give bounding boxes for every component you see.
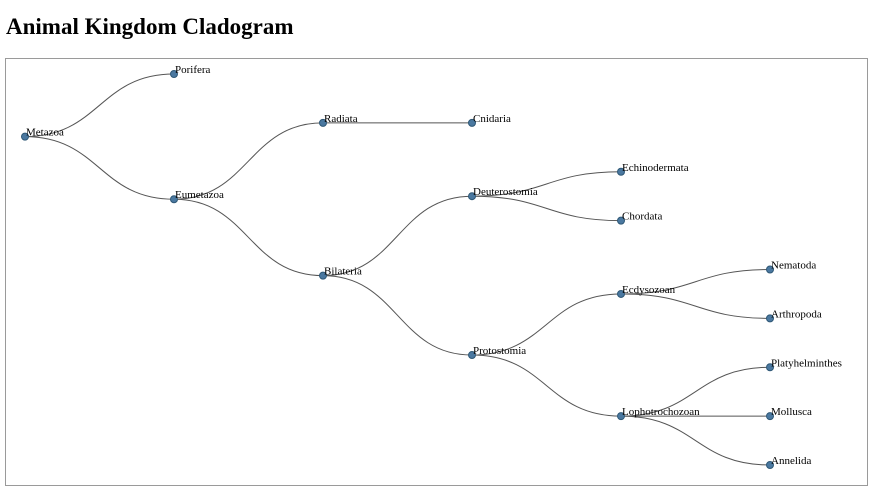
link-protostomia-ecdysozoan <box>471 293 622 356</box>
node-label: Porifera <box>175 64 211 76</box>
node-dot[interactable] <box>617 167 625 176</box>
node-lophotrochozoan[interactable]: Lophotrochozoan <box>617 406 701 421</box>
node-dot[interactable] <box>766 314 774 323</box>
link-metazoa-eumetazoa <box>24 136 175 200</box>
node-nematoda[interactable]: Nematoda <box>766 260 817 274</box>
node-dot[interactable] <box>617 412 625 421</box>
node-label: Echinodermata <box>622 162 689 174</box>
node-label: Annelida <box>771 455 811 467</box>
node-cnidaria[interactable]: Cnidaria <box>468 113 511 127</box>
link-protostomia-lophotrochozoan <box>471 354 622 417</box>
node-dot[interactable] <box>170 195 178 204</box>
link-deuterostomia-chordata <box>471 195 622 222</box>
node-dot[interactable] <box>766 412 774 421</box>
node-label: Metazoa <box>26 127 64 139</box>
node-bilateria[interactable]: Bilateria <box>319 266 362 280</box>
node-dot[interactable] <box>170 70 178 78</box>
node-label: Platyhelminthes <box>771 357 842 369</box>
node-dot[interactable] <box>766 265 774 274</box>
node-radiata[interactable]: Radiata <box>319 113 358 127</box>
node-dot[interactable] <box>468 351 476 360</box>
node-label: Cnidaria <box>473 113 511 125</box>
link-bilateria-deuterostomia <box>322 195 473 277</box>
link-deuterostomia-echinodermata <box>471 171 622 197</box>
node-arthropoda[interactable]: Arthropoda <box>766 308 822 323</box>
node-label: Eumetazoa <box>175 189 224 201</box>
node-dot[interactable] <box>766 363 774 372</box>
link-bilateria-protostomia <box>322 275 473 356</box>
node-metazoa[interactable]: Metazoa <box>21 127 64 141</box>
node-porifera[interactable]: Porifera <box>170 64 211 78</box>
node-dot[interactable] <box>617 289 625 298</box>
node-dot[interactable] <box>319 271 327 280</box>
link-ecdysozoan-arthropoda <box>620 293 771 319</box>
link-lophotrochozoan-platyhelminthes <box>620 366 771 417</box>
node-protostomia[interactable]: Protostomia <box>468 345 527 360</box>
node-ecdysozoan[interactable]: Ecdysozoan <box>617 284 676 298</box>
node-label: Deuterostomia <box>473 186 538 198</box>
node-label: Lophotrochozoan <box>622 406 700 418</box>
page-title: Animal Kingdom Cladogram <box>6 14 294 39</box>
node-label: Ecdysozoan <box>622 284 676 296</box>
node-label: Arthropoda <box>771 308 822 320</box>
link-eumetazoa-radiata <box>173 122 324 200</box>
node-chordata[interactable]: Chordata <box>617 211 663 225</box>
node-dot[interactable] <box>468 118 476 127</box>
node-eumetazoa[interactable]: Eumetazoa <box>170 189 224 204</box>
node-label: Mollusca <box>771 406 812 418</box>
node-echinodermata[interactable]: Echinodermata <box>617 162 689 176</box>
node-dot[interactable] <box>766 461 774 469</box>
node-dot[interactable] <box>617 216 625 225</box>
node-mollusca[interactable]: Mollusca <box>766 406 813 421</box>
link-eumetazoa-bilateria <box>173 198 324 277</box>
links-layer <box>24 73 771 466</box>
node-dot[interactable] <box>319 118 327 127</box>
node-dot[interactable] <box>468 192 476 201</box>
node-label: Chordata <box>622 211 662 223</box>
node-dot[interactable] <box>21 132 29 141</box>
node-label: Nematoda <box>771 260 816 272</box>
node-label: Bilateria <box>324 266 362 278</box>
node-annelida[interactable]: Annelida <box>766 455 812 469</box>
node-label: Radiata <box>324 113 358 125</box>
link-lophotrochozoan-annelida <box>620 415 771 466</box>
node-deuterostomia[interactable]: Deuterostomia <box>468 186 538 201</box>
link-metazoa-porifera <box>24 73 175 138</box>
node-label: Protostomia <box>473 345 526 357</box>
link-ecdysozoan-nematoda <box>620 269 771 295</box>
node-platyhelminthes[interactable]: Platyhelminthes <box>766 357 842 372</box>
